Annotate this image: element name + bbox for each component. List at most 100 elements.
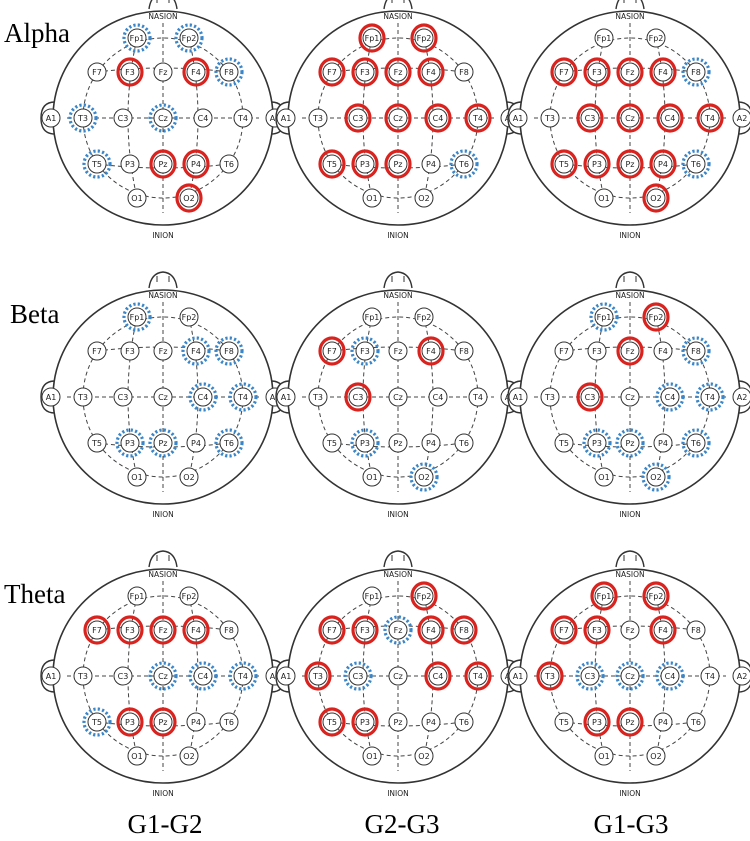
- electrode-t3-label: T3: [544, 393, 555, 402]
- electrode-p3-circle: [587, 712, 607, 732]
- electrode-f7-circle: [322, 62, 342, 82]
- electrode-fp2: Fp2: [414, 307, 434, 327]
- electrode-fp1-label: Fp1: [597, 313, 612, 322]
- electrode-o2-circle: [646, 188, 666, 208]
- electrode-c3-label: C3: [585, 114, 596, 123]
- electrode-t5-label: T5: [558, 439, 569, 448]
- electrode-p4-circle: [653, 154, 673, 174]
- nasion-label: NASION: [383, 12, 412, 21]
- band-labels: Alpha Beta Theta: [4, 18, 70, 609]
- inion-label: INION: [152, 231, 174, 240]
- nose-detail: [391, 0, 405, 3]
- nose-outline: [383, 0, 413, 10]
- electrode-fp1-red-ring: [590, 581, 618, 611]
- electrode-t4-red-ring: [464, 661, 492, 691]
- electrode-pz: Pz: [388, 712, 408, 732]
- electrode-f3: F3: [583, 57, 611, 87]
- electrode-fz-circle: [620, 620, 640, 640]
- electrode-p4: P4: [186, 433, 206, 453]
- electrode-f4-circle: [653, 341, 673, 361]
- electrode-t6-circle: [219, 712, 239, 732]
- electrode-p4-label: P4: [658, 718, 668, 727]
- electrode-c3-label: C3: [585, 672, 596, 681]
- electrode-c3-red-ring: [344, 103, 372, 133]
- electrode-f7-red-ring: [83, 615, 111, 645]
- electrode-p4-label: P4: [426, 160, 436, 169]
- electrode-t6-circle: [454, 712, 474, 732]
- electrode-c4: C4: [188, 382, 218, 412]
- nose-outline: [148, 0, 178, 10]
- electrode-t3-label: T3: [77, 672, 88, 681]
- right-ear-label: A2: [270, 393, 281, 402]
- electrode-c4-blue-ring: [188, 382, 218, 412]
- electrode-cz-blue-ring: [615, 661, 645, 691]
- electrode-cz-label: Cz: [393, 114, 403, 123]
- electrode-p3-circle: [120, 433, 140, 453]
- electrode-cz-red-ring: [616, 103, 644, 133]
- electrode-fp2: Fp2: [646, 28, 666, 48]
- electrode-t4-label: T4: [237, 114, 248, 123]
- electrode-t4-circle: [468, 666, 488, 686]
- electrode-cz-circle: [153, 387, 173, 407]
- electrode-p3-red-ring: [116, 707, 144, 737]
- electrode-o2-label: O2: [183, 752, 194, 761]
- electrode-p3-circle: [120, 154, 140, 174]
- electrode-f3: F3: [587, 341, 607, 361]
- electrode-f4-circle: [653, 62, 673, 82]
- electrode-t5: T5: [550, 149, 578, 179]
- electrode-p4: P4: [421, 433, 441, 453]
- electrode-fp1-label: Fp1: [130, 34, 145, 43]
- electrode-p4-label: P4: [658, 439, 668, 448]
- electrode-f8: F8: [454, 62, 474, 82]
- electrode-pz-label: Pz: [625, 718, 634, 727]
- electrode-t3-red-ring: [304, 661, 332, 691]
- electrode-o2: O2: [642, 183, 670, 213]
- electrode-fz: Fz: [383, 615, 413, 645]
- electrode-c3-label: C3: [353, 672, 364, 681]
- electrode-t3-red-ring: [536, 661, 564, 691]
- electrode-fp2-label: Fp2: [417, 313, 432, 322]
- electrode-cz-label: Cz: [625, 672, 635, 681]
- electrode-t4: T4: [228, 661, 258, 691]
- electrode-f7-circle: [322, 341, 342, 361]
- head-map-alpha-g2-g3: NASIONINIONA1A2Fp1Fp2F7F3FzF4F8T3C3CzC4T…: [275, 0, 521, 240]
- electrode-p4: P4: [421, 154, 441, 174]
- electrode-f8-circle: [219, 341, 239, 361]
- electrode-f8-circle: [686, 620, 706, 640]
- nose-detail: [623, 276, 637, 282]
- electrode-fp2: Fp2: [642, 302, 670, 332]
- electrode-c3-red-ring: [576, 382, 604, 412]
- electrode-o1: O1: [127, 746, 147, 766]
- electrode-fz-circle: [388, 62, 408, 82]
- electrode-c3-circle: [113, 387, 133, 407]
- electrode-pz-blue-ring: [615, 428, 645, 458]
- comparison-label-g1-g2: G1-G2: [128, 809, 203, 839]
- electrode-f3-circle: [587, 341, 607, 361]
- electrode-pz-label: Pz: [158, 439, 167, 448]
- electrode-pz-circle: [388, 712, 408, 732]
- electrode-t4-blue-ring: [228, 661, 258, 691]
- nose-detail: [623, 0, 637, 3]
- electrode-pz-circle: [153, 712, 173, 732]
- right-ear-electrode: [732, 108, 750, 128]
- electrode-f8-red-ring: [450, 615, 478, 645]
- right-ear-label: A2: [737, 114, 748, 123]
- electrode-f4: F4: [182, 615, 210, 645]
- electrode-fz-red-ring: [616, 336, 644, 366]
- electrode-cz-blue-ring: [148, 103, 178, 133]
- electrode-f8-circle: [686, 62, 706, 82]
- electrode-t6-circle: [686, 154, 706, 174]
- right-ear-electrode: [732, 666, 750, 686]
- electrode-fz-circle: [153, 620, 173, 640]
- electrode-fp2-circle: [646, 307, 666, 327]
- electrode-p3-red-ring: [351, 707, 379, 737]
- nose-detail: [156, 0, 170, 3]
- electrode-p4-circle: [421, 154, 441, 174]
- electrode-fp1-label: Fp1: [365, 592, 380, 601]
- electrode-c4-label: C4: [433, 672, 444, 681]
- electrode-f7-red-ring: [550, 615, 578, 645]
- electrode-fz-red-ring: [384, 57, 412, 87]
- electrode-t6-blue-ring: [214, 428, 244, 458]
- electrode-fp2-blue-ring: [174, 23, 204, 53]
- electrode-fp2-label: Fp2: [417, 592, 432, 601]
